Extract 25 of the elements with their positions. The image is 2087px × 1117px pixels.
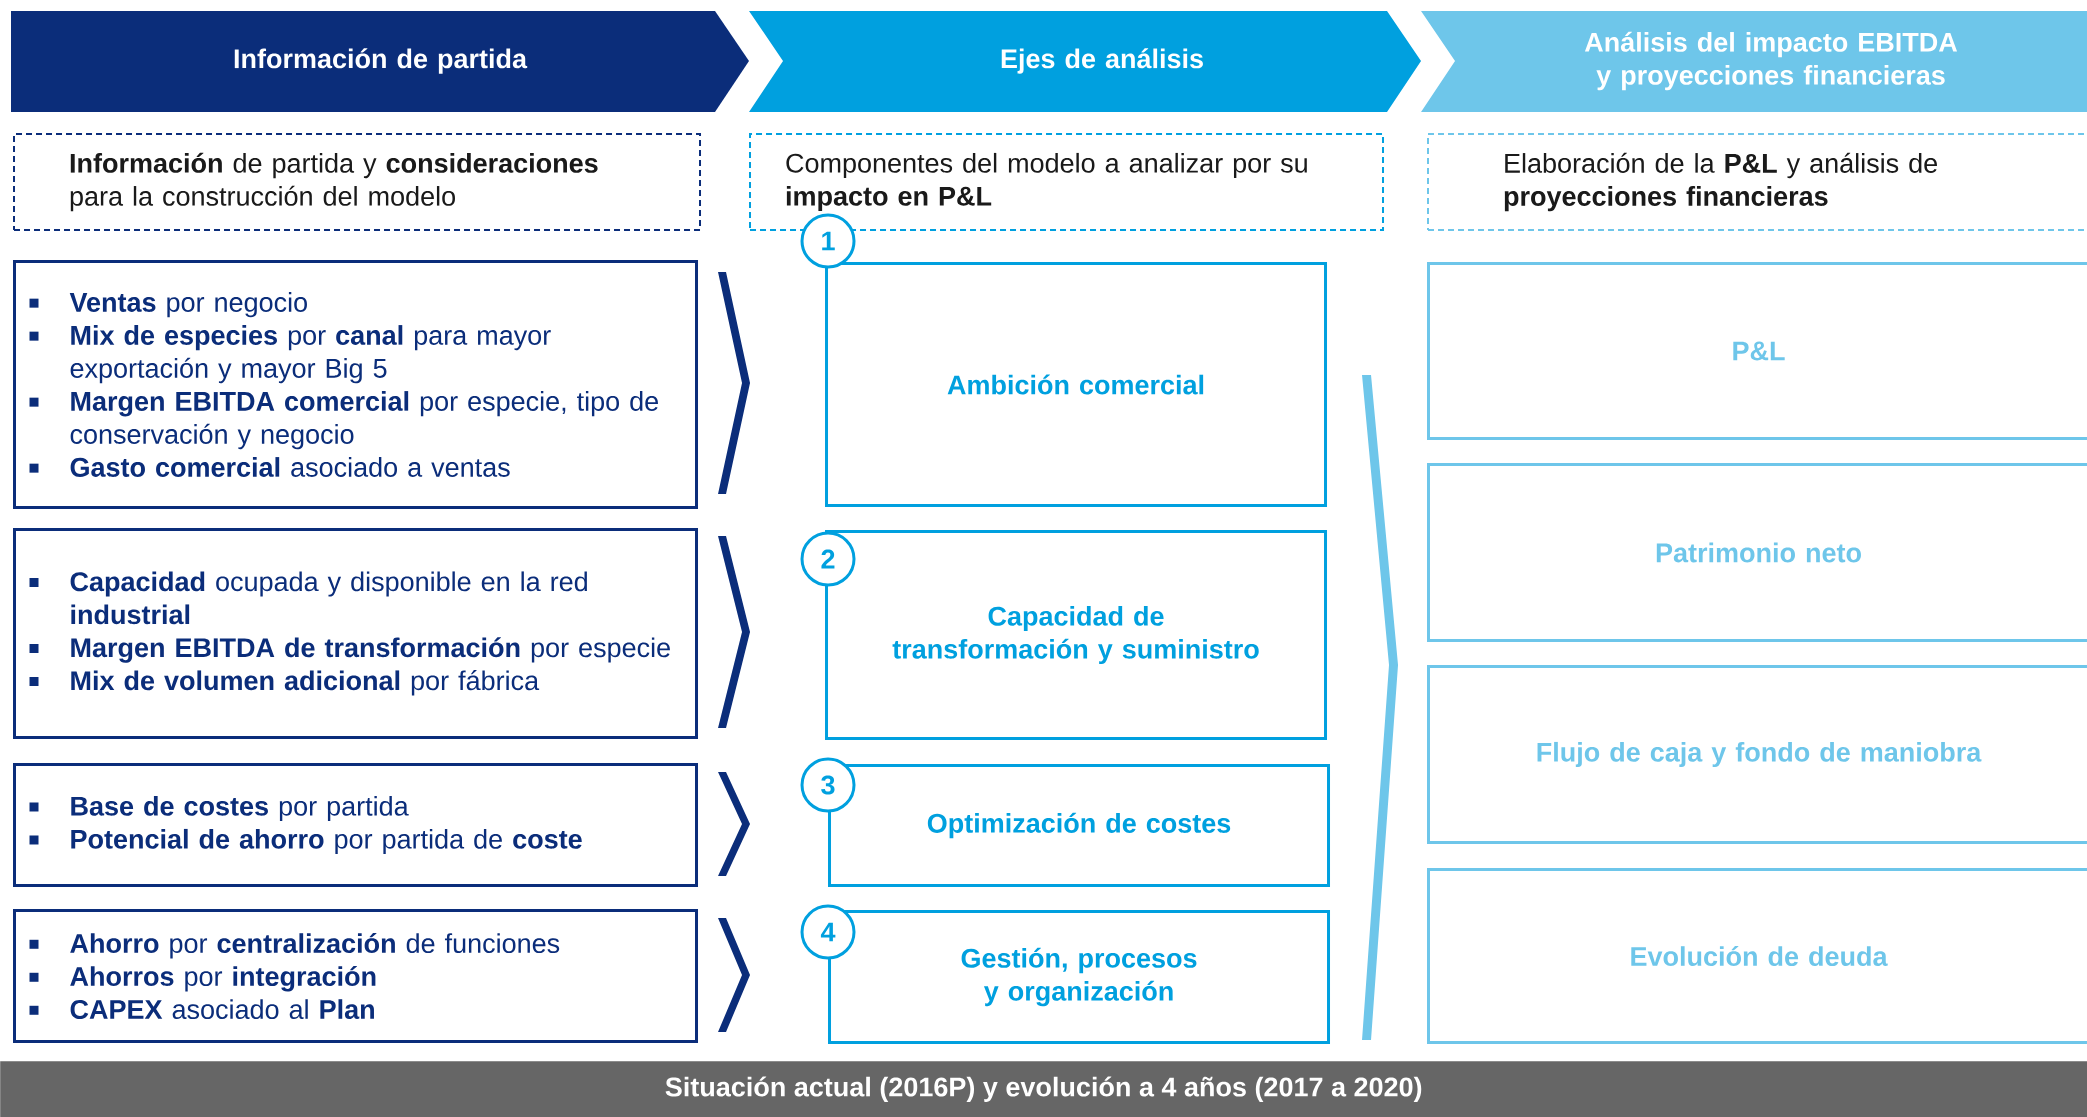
header-band: Análisis del impacto EBITDA y proyecciones financieras [1421,11,2087,112]
text-box [13,909,698,1043]
bullet-item: Ahorros por integración [29,965,376,992]
dashed-box: Información de partida y consideraciones para la construcción del modelo [13,133,701,231]
text-box [13,528,698,739]
text-box: Patrimonio neto [1427,463,2087,642]
bullet-item: Base de costes por partida [29,795,409,822]
bullet-item: Ventas por negocio [29,292,307,318]
bullet-item: Mix de volumen adicional por fábrica [29,670,540,696]
bullet-item: Gasto comercial asociado a ventas [29,457,510,477]
text-box: Ambición comercial [825,262,1327,507]
bullet-item: CAPEX asociado al Plan [29,999,374,1020]
bullet-item: Ahorro por centralización de funciones [29,932,560,959]
bullet-item: Margen EBITDA de transformación por especie [29,637,670,663]
dashed-box: Componentes del modelo a analizar por su impacto en P&L [749,133,1384,231]
footer-bar: Situación actual (2016P) y evolución a 4 años (2017 a 2020) [0,1061,2087,1117]
text-box: Evolución de deuda [1427,868,2087,1044]
header-band: Información de partida [11,11,749,112]
text-box [13,260,698,509]
bullet-item: Potencial de ahorro por partida de coste [29,828,582,855]
text-box [13,763,698,887]
text-box: P&L [1427,262,2087,440]
dashed-box: Elaboración de la P&L y análisis de proyecciones financieras [1427,133,2087,231]
header-band: Ejes de análisis [749,11,1421,112]
text-box: Flujo de caja y fondo de maniobra [1427,665,2087,844]
